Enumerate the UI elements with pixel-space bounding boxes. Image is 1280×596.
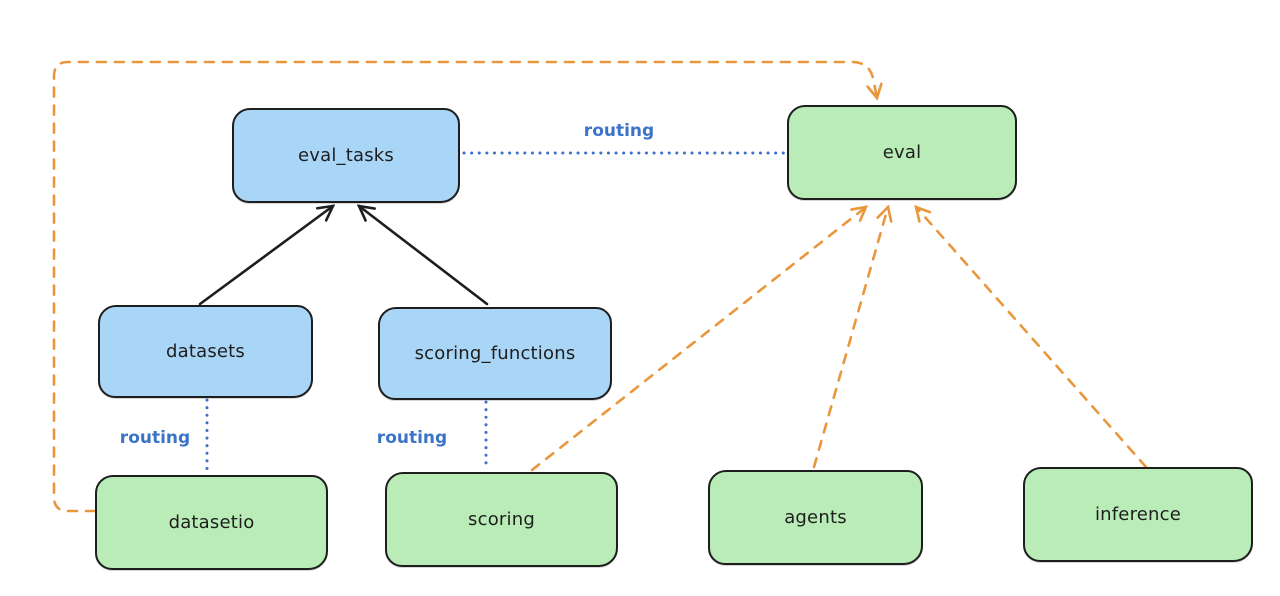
edge-scoring-functions-to-eval-tasks [356,204,489,306]
edge-inference-to-eval [914,204,1148,469]
node-agents: agents [708,470,923,565]
node-agents-label: agents [784,507,847,528]
edge-label-routing-eval-tasks-eval: routing [580,121,658,141]
node-datasetio-label: datasetio [168,512,255,533]
node-eval: eval [787,105,1017,200]
edge-datasets-to-eval-tasks [198,204,336,306]
edge-scoring-to-eval [530,205,869,472]
node-inference: inference [1023,467,1253,562]
node-datasetio: datasetio [95,475,328,570]
node-datasets: datasets [98,305,313,398]
node-eval-tasks: eval_tasks [232,108,460,203]
edge-label-routing-scoring-functions-scoring: routing [373,428,451,448]
node-eval-label: eval [882,142,922,163]
node-inference-label: inference [1094,504,1182,525]
node-scoring-functions-label: scoring_functions [414,343,576,364]
node-scoring-functions: scoring_functions [378,307,612,400]
edge-datasetio-to-eval [52,60,883,513]
node-scoring: scoring [385,472,618,567]
node-eval-tasks-label: eval_tasks [297,145,395,166]
edge-label-routing-datasets-datasetio: routing [116,428,194,448]
node-scoring-label: scoring [468,509,535,530]
node-datasets-label: datasets [165,341,246,362]
edge-agents-to-eval [812,204,893,469]
